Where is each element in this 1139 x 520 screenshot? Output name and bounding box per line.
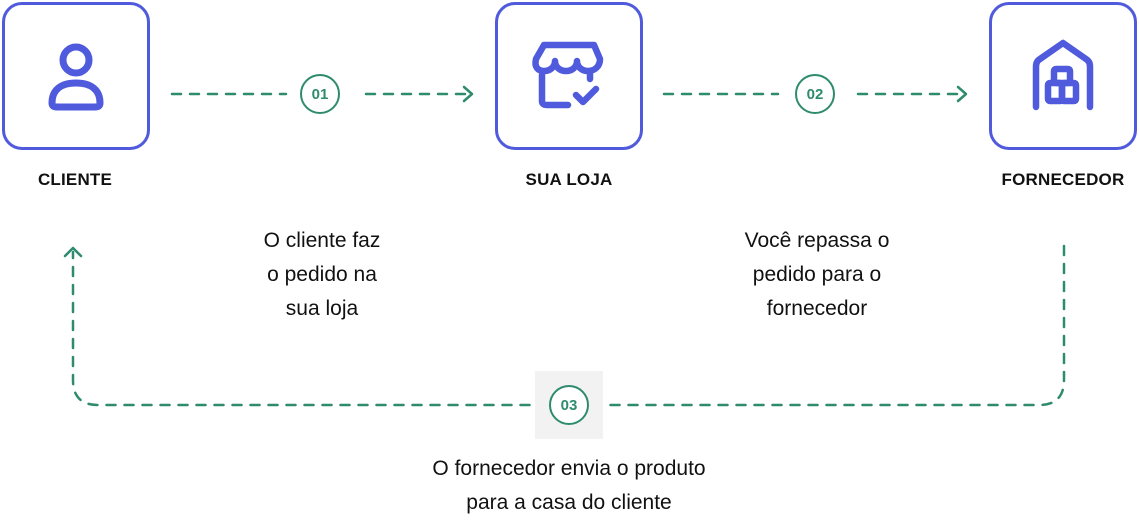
node-loja — [495, 2, 643, 150]
arrowhead-01 — [462, 85, 474, 103]
arrowhead-02 — [956, 85, 968, 103]
arrowhead-03 — [63, 246, 83, 258]
step-03-badge: 03 — [549, 385, 589, 425]
step-01-line-3: sua loja — [285, 297, 359, 320]
node-fornecedor-label: FORNECEDOR — [1001, 170, 1125, 189]
step-01-line-2: o pedido na — [267, 263, 377, 286]
warehouse-icon — [1032, 39, 1094, 111]
step-02-text: Você repassa o pedido para o fornecedor — [702, 224, 932, 326]
node-cliente — [2, 2, 150, 150]
step-02-line-1: Você repassa o — [744, 229, 890, 252]
step-03-line-1: O fornecedor envia o produto — [432, 457, 706, 480]
return-arrow-path — [71, 244, 1066, 407]
store-check-icon — [532, 41, 604, 109]
step-03-text: O fornecedor envia o produto para a casa… — [369, 452, 769, 520]
step-01-text: O cliente faz o pedido na sua loja — [222, 224, 422, 326]
step-01-line-1: O cliente faz — [263, 229, 381, 252]
step-02-badge: 02 — [795, 74, 835, 114]
user-icon — [48, 43, 104, 111]
step-03-line-2: para a casa do cliente — [466, 491, 672, 514]
step-01-badge: 01 — [300, 74, 340, 114]
node-fornecedor — [989, 2, 1137, 150]
node-cliente-label: CLIENTE — [37, 170, 113, 189]
step-02-line-3: fornecedor — [766, 297, 868, 320]
node-loja-label: SUA LOJA — [525, 170, 613, 189]
step-02-line-2: pedido para o — [752, 263, 882, 286]
